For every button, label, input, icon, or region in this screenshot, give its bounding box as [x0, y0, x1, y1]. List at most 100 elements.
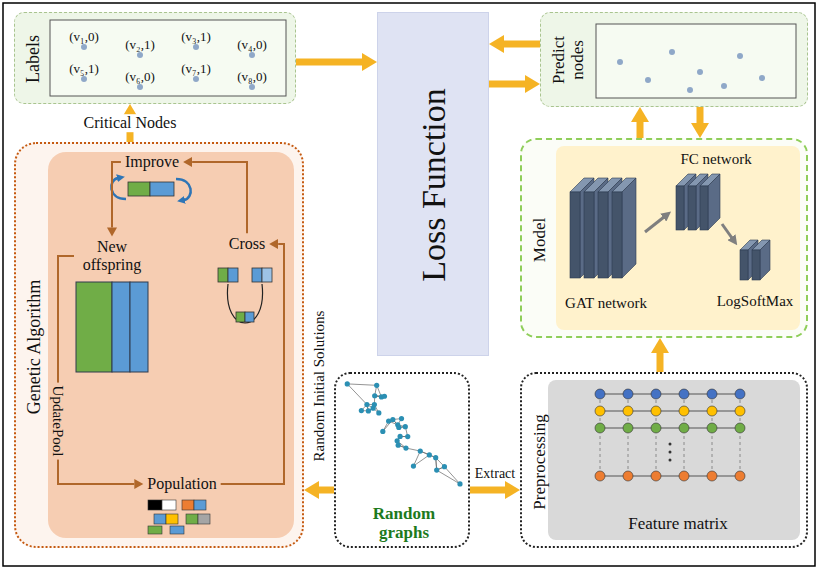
loss-box: Loss Function	[377, 12, 489, 356]
graph-node-dot	[193, 76, 199, 82]
node-label: (v₁,0)	[69, 30, 98, 44]
matrix-cell	[679, 389, 689, 399]
matrix-cell	[623, 406, 633, 416]
graph-vertex	[403, 424, 408, 429]
ellipsis-dot	[669, 451, 672, 454]
matrix-cell	[595, 471, 605, 481]
layer-arrow	[645, 217, 664, 232]
matrix-cell	[735, 423, 745, 433]
layer-side	[594, 178, 608, 278]
cycle-arrow	[58, 256, 134, 484]
node-label: (v₂,1)	[125, 38, 154, 52]
node-title: Preprocessing	[531, 414, 550, 509]
step-label: New offspring	[74, 236, 150, 275]
feature-matrix	[595, 389, 745, 481]
matrix-cell	[735, 389, 745, 399]
matrix-row	[600, 475, 740, 476]
layer-caption: LogSoftMax	[717, 293, 794, 310]
matrix-cell	[651, 389, 661, 399]
matrix-cell	[595, 389, 605, 399]
model-panel	[556, 146, 800, 330]
flow-arrow	[504, 41, 540, 48]
graph-vertex	[395, 438, 400, 443]
matrix-cell	[707, 423, 717, 433]
graph-node-dot	[137, 52, 143, 58]
graph-node-dot	[81, 44, 87, 50]
graph-vertex	[376, 410, 381, 415]
node-title: Improve	[121, 151, 183, 173]
cross-icon	[218, 268, 272, 323]
graph-vertex	[418, 448, 423, 453]
matrix-cell	[707, 389, 717, 399]
edge-label: Random Initial Solutions	[311, 311, 328, 462]
ga-panel	[48, 152, 294, 538]
graph-vertex	[386, 418, 391, 423]
layer-arrow	[722, 224, 732, 238]
matrix-row	[600, 393, 740, 394]
graph-vertex	[398, 434, 403, 439]
graph-vertex	[405, 434, 410, 439]
node-label: (v₃,1)	[181, 30, 210, 44]
graph-vertex	[380, 429, 385, 434]
node-label: (v₈,0)	[237, 70, 266, 84]
graph-vertex	[396, 425, 401, 430]
layer-caption: FC network	[680, 151, 751, 168]
layer-front	[612, 192, 622, 278]
population-icon	[148, 500, 210, 534]
graph-vertex	[433, 455, 438, 460]
graph-node-dot	[81, 76, 87, 82]
graph-vertex	[345, 381, 350, 386]
predict-panel	[596, 24, 796, 98]
flow-arrow	[657, 353, 664, 372]
edge-label: Critical Nodes	[81, 114, 180, 132]
node-title: New offspring	[74, 236, 150, 275]
flow-arrow	[296, 59, 362, 66]
layer-front	[570, 192, 580, 278]
cycle-arrow	[112, 162, 121, 227]
layer-front	[752, 250, 760, 280]
node-text: Feature matrix	[628, 515, 728, 534]
matrix-cell	[623, 423, 633, 433]
graph-node-dot	[249, 84, 255, 90]
graph-vertex	[366, 408, 371, 413]
layer-front	[688, 186, 696, 230]
layer-front	[598, 192, 608, 278]
graph-vertex	[442, 464, 447, 469]
graph-node-dot	[249, 52, 255, 58]
ellipsis-dot	[669, 443, 672, 446]
matrix-cell	[623, 471, 633, 481]
node-title: Genetic Algorithm	[25, 280, 45, 414]
improve-icon	[111, 178, 190, 200]
matrix-row	[600, 410, 740, 411]
graph-vertex	[364, 402, 369, 407]
step-label: Population	[143, 473, 220, 495]
matrix-cell	[735, 471, 745, 481]
node-label: (v₆,0)	[125, 70, 154, 84]
graph-panel: Random graphs	[334, 372, 470, 548]
flow-arrow	[489, 81, 525, 88]
ellipsis-dot	[669, 459, 672, 462]
cycle-arrow	[192, 162, 247, 233]
edge-label: UpdatePool	[50, 383, 67, 460]
layer-side	[622, 178, 636, 278]
matrix-cell	[679, 423, 689, 433]
matrix-cell	[651, 423, 661, 433]
layer-front	[676, 186, 684, 230]
graph-vertex	[372, 393, 377, 398]
offspring-icon	[76, 282, 148, 372]
node-label: (v₇,1)	[181, 62, 210, 76]
graph-vertex	[372, 402, 377, 407]
layer-front	[700, 186, 708, 230]
node-title: Labels	[24, 35, 44, 83]
predict-dots	[617, 49, 765, 93]
graph-vertex	[359, 408, 364, 413]
matrix-cell	[707, 471, 717, 481]
layer-side	[708, 174, 720, 230]
matrix-cell	[679, 471, 689, 481]
node-title: Predict nodes	[550, 28, 587, 92]
node-title: Random graphs	[364, 505, 444, 542]
matrix-cell	[735, 406, 745, 416]
matrix-cell	[707, 406, 717, 416]
graph-vertex	[374, 383, 379, 388]
